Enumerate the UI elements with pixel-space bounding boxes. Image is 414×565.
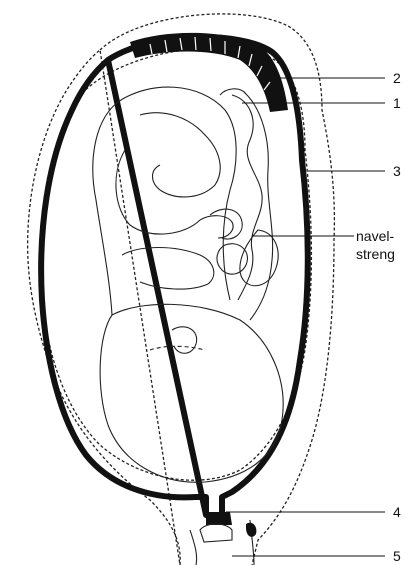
fetal-face-line [150,346,205,350]
label-4: 4 [393,504,401,520]
label-3: 3 [393,163,401,179]
umbilical-cord [232,95,262,300]
label-1: 1 [393,95,401,111]
fetal-foot [200,216,233,238]
fetal-leg-upper [140,113,220,197]
cervix [206,512,232,525]
placental-cord-coil-2 [217,244,247,274]
label-navelstreng-line2: streng [356,246,395,262]
canal-mark [246,523,256,537]
label-5: 5 [393,548,401,564]
fetal-body [93,87,236,315]
label-navelstreng-line1: navel- [356,228,394,244]
fetal-hand [210,209,242,239]
label-2: 2 [393,70,401,86]
fetal-ear [172,327,197,353]
amniotic-membrane-line [42,48,312,480]
umbilical-cord-loop [220,89,273,320]
vaginal-canal [190,520,254,565]
cervix-plug [200,524,232,542]
